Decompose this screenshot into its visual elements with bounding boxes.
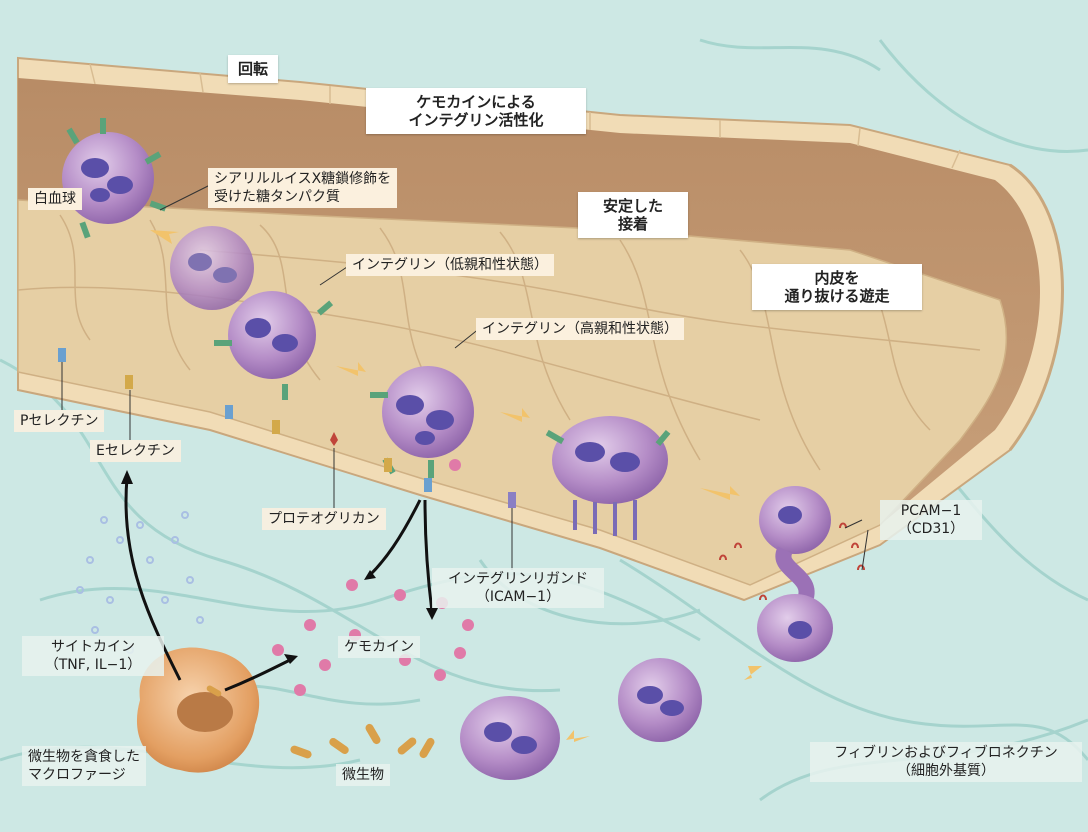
leukocyte-text: 白血球 [34,191,76,207]
stage-adhesion-line1: 安定した [602,197,663,215]
stage-migration-label: 内皮を 通り抜ける遊走 [752,264,922,310]
pcam-markers [719,522,865,601]
leukocyte-label: 白血球 [28,188,82,210]
integrin-low-text: インテグリン（低親和性状態） [352,257,548,273]
stage-migration-line1: 内皮を [814,269,860,287]
stage-migration-line2: 通り抜ける遊走 [784,287,890,305]
p-selectin-label: Pセレクチン [14,410,105,432]
integrin-high-text: インテグリン（高親和性状態） [482,321,678,337]
microbes [206,685,435,759]
leukocyte-cell-8 [460,696,560,780]
pcam-label: PCAM−1 （CD31） [880,500,982,540]
microbe-label: 微生物 [336,764,390,786]
pcam-line2: （CD31） [897,521,965,537]
leader-lines [61,184,869,571]
sialyl-lewis-line2: 受けた糖タンパク質 [214,189,340,205]
leukocyte-cell-1 [62,118,167,239]
leukocyte-cell-5 [545,416,671,540]
signal-arrowheads [121,470,438,664]
integrin-ligand-label: インテグリンリガンド （ICAM−1） [432,568,604,608]
signal-arrows [124,477,434,692]
macrophage-line1: 微生物を貪食した [28,749,140,765]
p-selectin-text: Pセレクチン [20,413,99,429]
pcam-line1: PCAM−1 [900,503,962,519]
sialyl-lewis-label: シアリルルイスX糖鎖修飾を 受けた糖タンパク質 [208,168,398,208]
e-selectin-text: Eセレクチン [96,443,175,459]
cytokine-line1: サイトカイン [51,639,135,655]
flow-arrows [150,230,762,742]
integrin-low-affinity-label: インテグリン（低親和性状態） [346,254,554,276]
chemokine-label: ケモカイン [338,636,420,658]
macrophage-line2: マクロファージ [28,767,126,783]
stage-rolling-text: 回転 [238,60,269,78]
integrin-ligand-line1: インテグリンリガンド [448,571,588,587]
fibrin-matrix-label: フィブリンおよびフィブロネクチン （細胞外基質） [810,742,1082,782]
macrophage-label: 微生物を貪食した マクロファージ [22,746,146,786]
sialyl-lewis-line1: シアリルルイスX糖鎖修飾を [214,171,392,187]
stage-adhesion-label: 安定した 接着 [578,192,688,238]
proteoglycan-text: プロテオグリカン [268,511,380,527]
stage-rolling-label: 回転 [228,55,279,83]
integrin-high-affinity-label: インテグリン（高親和性状態） [476,318,684,340]
stage-activation-label: ケモカインによる インテグリン活性化 [366,88,586,134]
macrophage-cell [136,647,260,773]
proteoglycan-label: プロテオグリカン [262,508,386,530]
stage-adhesion-line2: 接着 [617,215,648,233]
leukocyte-cell-3 [214,291,334,400]
microbe-text: 微生物 [342,767,384,783]
fibrin-line1: フィブリンおよびフィブロネクチン [834,745,1058,761]
fibrin-line2: （細胞外基質） [897,763,995,779]
receptor-markers [58,348,516,508]
integrin-ligand-line2: （ICAM−1） [475,589,561,605]
cytokine-label: サイトカイン （TNF, IL−1） [22,636,164,676]
chemokine-text: ケモカイン [344,639,414,655]
stage-activation-line2: インテグリン活性化 [408,111,544,129]
leukocyte-cell-6-transmigrating [757,486,833,662]
vessel-tip [1008,163,1064,451]
leukocyte-cell-7 [618,658,702,742]
cytokine-line2: （TNF, IL−1） [44,657,142,673]
leukocyte-cell-2 [170,226,254,310]
stage-activation-line1: ケモカインによる [416,93,536,111]
e-selectin-label: Eセレクチン [90,440,181,462]
